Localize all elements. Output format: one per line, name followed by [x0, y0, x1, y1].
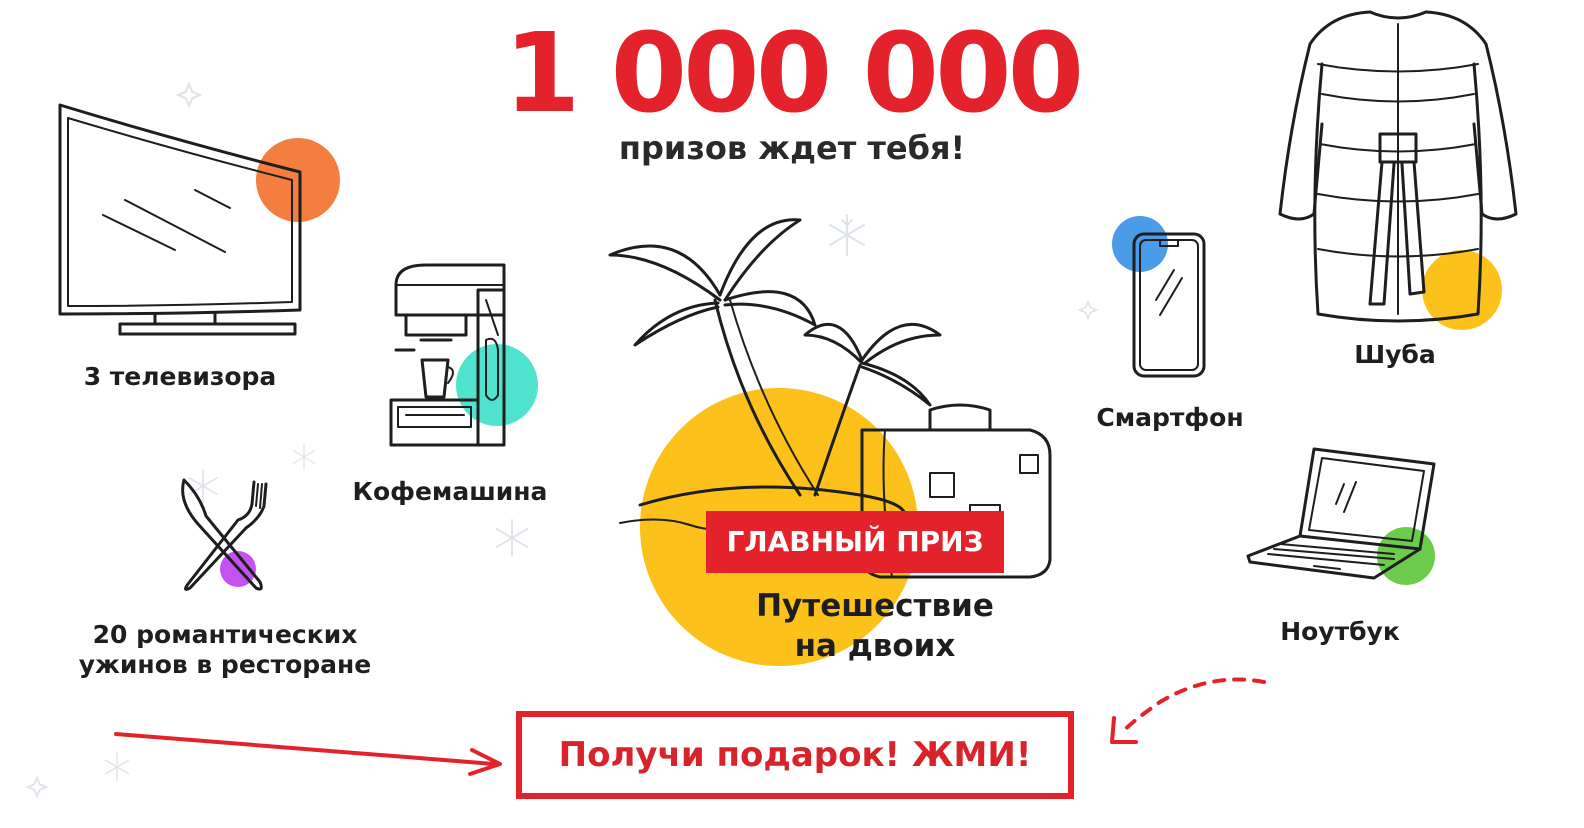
- laptop-accent-dot: [1377, 527, 1435, 585]
- coat-label: Шуба: [1354, 340, 1436, 369]
- snowflake-icon: [829, 214, 865, 256]
- main-prize-badge: ГЛАВНЫЙ ПРИЗ: [706, 511, 1004, 573]
- tv-label: 3 телевизора: [83, 362, 277, 391]
- snowflake-icon: [104, 752, 130, 782]
- main-prize-title-line-2: на двоих: [794, 628, 956, 664]
- palm-island-suitcase-icon: [608, 218, 1052, 579]
- star-icon: [176, 82, 202, 108]
- coffee-machine-icon: [389, 263, 506, 447]
- snowflake-icon: [292, 443, 316, 471]
- fork-knife-icon: [181, 478, 268, 591]
- arrow-right-icon: [114, 732, 502, 776]
- dashed-arrow-left-icon: [1110, 677, 1266, 744]
- snowflake-icon: [495, 518, 529, 558]
- fur-coat-icon: [1278, 10, 1518, 323]
- star-icon: [1078, 300, 1098, 320]
- prize-count-headline: 1 000 000: [503, 9, 1084, 137]
- main-prize-title: Путешествие на двоих: [720, 586, 1030, 666]
- phone-label: Смартфон: [1096, 403, 1244, 432]
- dinner-label: 20 романтических ужинов в ресторане: [70, 620, 380, 680]
- star-icon: [26, 776, 48, 798]
- coffee-label: Кофемашина: [352, 477, 548, 506]
- get-gift-button[interactable]: Получи подарок! ЖМИ!: [516, 711, 1074, 799]
- prize-subtitle: призов ждет тебя!: [618, 129, 966, 167]
- laptop-label: Ноутбук: [1280, 617, 1400, 646]
- dinner-label-line-2: ужинов в ресторане: [78, 650, 372, 679]
- tv-accent-dot: [256, 138, 340, 222]
- dinner-label-line-1: 20 романтических: [92, 620, 358, 649]
- main-prize-title-line-1: Путешествие: [756, 588, 994, 624]
- smartphone-icon: [1132, 232, 1206, 378]
- tv-icon: [58, 103, 302, 336]
- laptop-icon: [1246, 447, 1436, 580]
